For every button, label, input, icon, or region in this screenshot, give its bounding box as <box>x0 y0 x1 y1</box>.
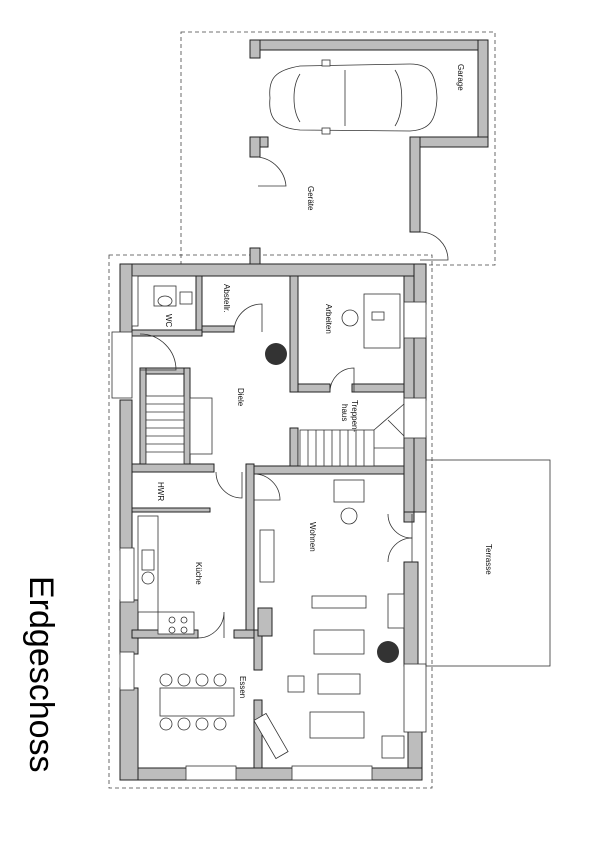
plant-icon <box>377 641 399 663</box>
room-label-treppenhaus-line2: haus <box>340 404 349 421</box>
door-swing <box>257 156 287 187</box>
room-label-terrasse: Terrasse <box>484 544 493 575</box>
room-label-kueche: Küche <box>194 562 203 585</box>
plant-icon <box>265 343 287 365</box>
room-label-abstellr: Abstellr. <box>222 284 231 312</box>
room-label-hwr: HWR <box>156 482 165 501</box>
exterior-walls <box>119 263 427 781</box>
house-plot-outline <box>108 254 433 789</box>
plan-title: Erdgeschoss <box>22 576 60 773</box>
room-label-garage: Garage <box>456 64 465 91</box>
terrace-area <box>425 459 551 667</box>
room-label-essen: Essen <box>238 676 247 698</box>
interior-walls <box>131 275 415 769</box>
room-label-arbeiten: Arbeiten <box>324 304 333 334</box>
car-icon <box>269 59 438 135</box>
room-label-wc: WC <box>164 314 173 328</box>
room-label-wohnen: Wohnen <box>308 522 317 552</box>
living-furniture <box>253 479 405 760</box>
room-label-treppenhaus-line1: Treppen- <box>350 400 359 433</box>
door-swing <box>419 231 449 261</box>
wardrobe <box>189 397 213 455</box>
entrance-porch <box>111 331 133 399</box>
office-chair-icon <box>341 309 359 327</box>
garage-walls <box>249 39 489 271</box>
toilet-icon <box>153 285 193 307</box>
kitchen-fixtures <box>137 515 195 635</box>
desk-item <box>371 311 385 321</box>
windows <box>119 275 427 781</box>
room-label-diele: Diele <box>236 388 245 407</box>
stairs <box>145 395 405 467</box>
desk <box>363 293 401 349</box>
door-swings <box>139 303 413 639</box>
room-label-geraete: Geräte <box>306 186 315 211</box>
dining-table <box>159 673 235 731</box>
